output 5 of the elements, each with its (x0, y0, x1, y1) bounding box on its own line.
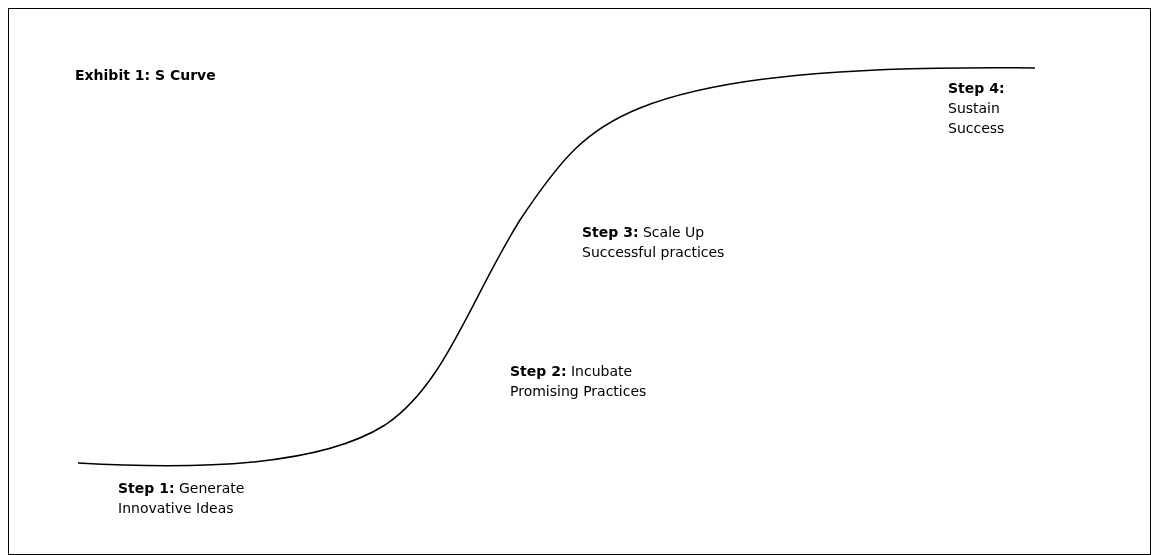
step-label: Step 1: Generate Innovative Ideas (118, 479, 246, 518)
step-label: Step 2: Incubate Promising Practices (510, 362, 648, 401)
diagram-title: Exhibit 1: S Curve (75, 66, 216, 85)
step-label: Step 3: Scale Up Successful practices (582, 223, 726, 262)
step-label: Step 4: Sustain Success (948, 79, 1006, 138)
